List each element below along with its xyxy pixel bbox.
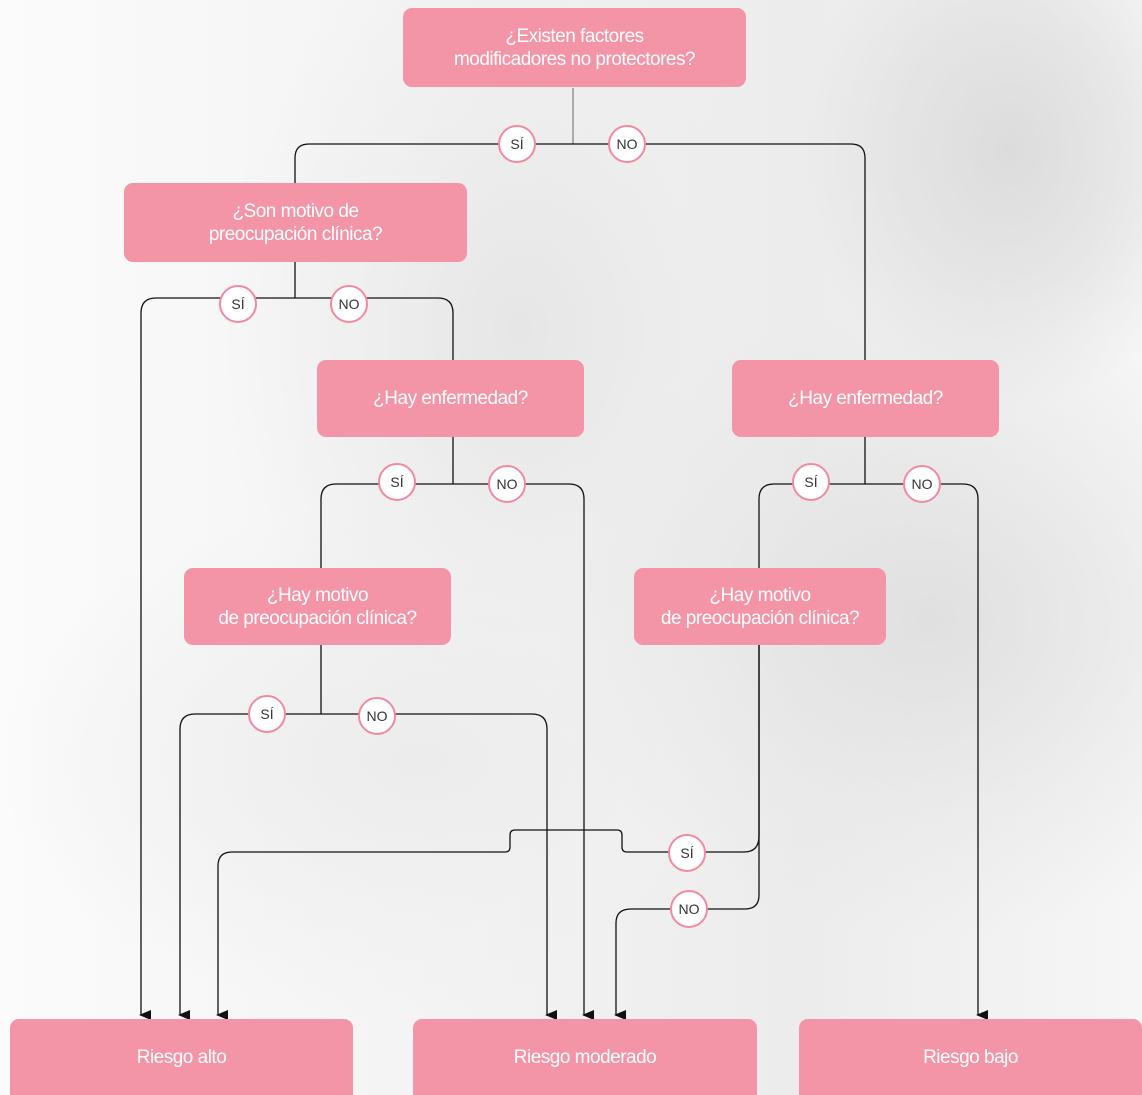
- question-text: ¿Hay enfermedad?: [788, 388, 943, 409]
- q3-no-connector: [453, 483, 594, 1020]
- q3-yes-connector: [320, 483, 453, 568]
- outcome-riesgo-moderado: Riesgo moderado: [413, 1019, 757, 1095]
- yes-badge: SÍ: [248, 695, 286, 733]
- question-text: ¿Hay enfermedad?: [373, 388, 528, 409]
- question-text: ¿Hay motivo: [709, 584, 811, 606]
- question-text: modificadores no protectores?: [453, 48, 696, 70]
- outcome-riesgo-bajo: Riesgo bajo: [799, 1019, 1142, 1095]
- question-text: de preocupación clínica?: [218, 607, 417, 629]
- q6-yes-connector: [216, 645, 760, 1020]
- question-text: ¿Existen factores: [505, 25, 644, 47]
- question-text: de preocupación clínica?: [660, 607, 860, 629]
- question-text: ¿Son motivo de: [232, 200, 359, 222]
- yes-badge: SÍ: [219, 285, 257, 323]
- question-text: preocupación clínica?: [208, 223, 383, 245]
- q2-yes-connector: [139, 297, 295, 1020]
- outcome-label: Riesgo alto: [136, 1046, 227, 1068]
- no-badge: NO: [358, 697, 396, 735]
- q1-yes-connector: [294, 143, 573, 184]
- q5-yes-connector: [178, 713, 321, 1020]
- no-badge: NO: [488, 465, 526, 503]
- outcome-label: Riesgo bajo: [923, 1046, 1018, 1068]
- q2-no-connector: [295, 297, 454, 360]
- question-box-enfermedad-right: ¿Hay enfermedad?: [732, 360, 999, 437]
- q4-no-connector: [865, 483, 988, 1020]
- yes-badge: SÍ: [378, 463, 416, 501]
- no-badge: NO: [903, 465, 941, 503]
- q5-no-connector: [321, 713, 557, 1020]
- outcome-label: Riesgo moderado: [513, 1046, 657, 1068]
- outcome-riesgo-alto: Riesgo alto: [10, 1019, 353, 1095]
- q1-no-connector: [573, 143, 866, 360]
- no-badge: NO: [670, 890, 708, 928]
- question-box-enfermedad-left: ¿Hay enfermedad?: [317, 360, 584, 437]
- question-text: ¿Hay motivo: [266, 584, 369, 606]
- yes-badge: SÍ: [792, 463, 830, 501]
- q4-yes-connector: [758, 483, 865, 568]
- no-badge: NO: [608, 125, 646, 163]
- yes-badge: SÍ: [668, 834, 706, 872]
- q6-no-connector: [614, 645, 760, 1020]
- no-badge: NO: [330, 285, 368, 323]
- yes-badge: SÍ: [498, 125, 536, 163]
